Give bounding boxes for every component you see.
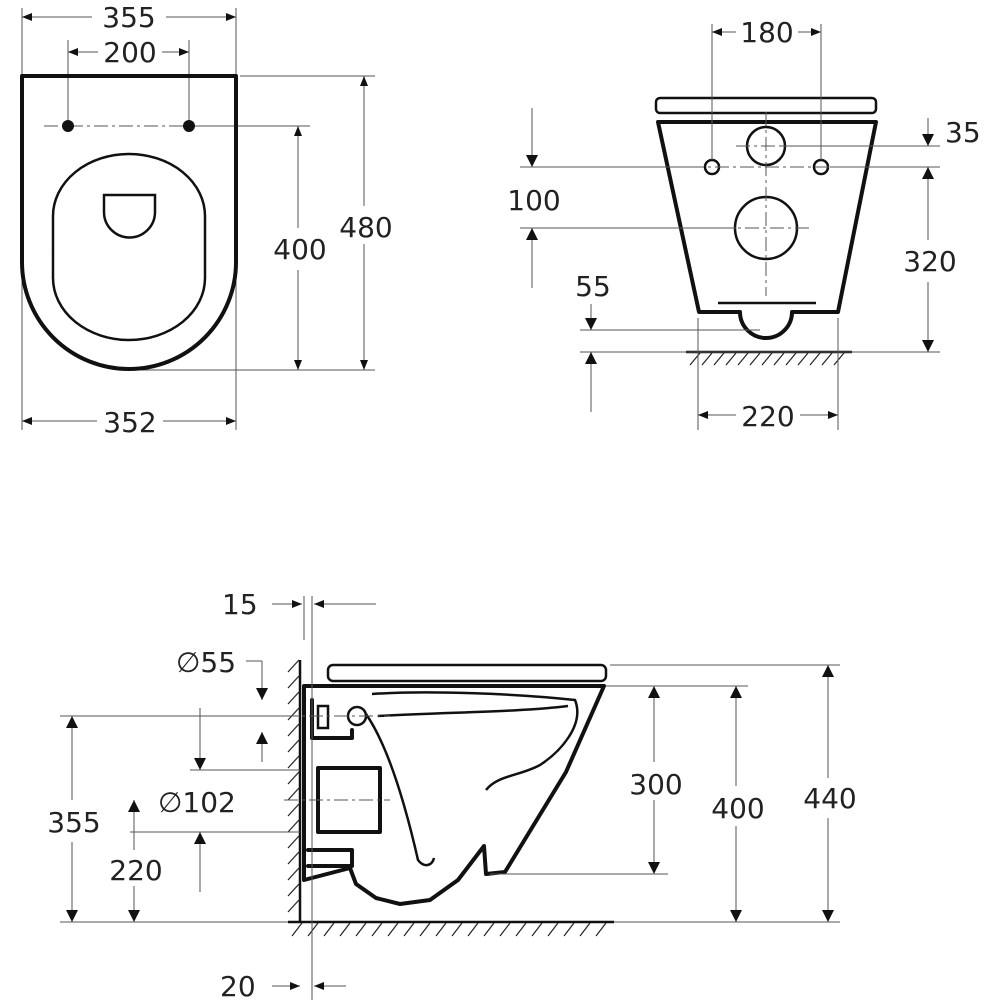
dim-diameter-55: ∅55 xyxy=(176,646,236,679)
flush-button xyxy=(102,193,157,239)
top-view-outline xyxy=(20,74,238,371)
dim-355-top: 355 xyxy=(102,1,155,34)
dim-352: 352 xyxy=(103,406,156,439)
side-view-outline xyxy=(302,684,606,906)
dim-355-side: 355 xyxy=(47,806,100,839)
dim-35: 35 xyxy=(945,116,981,149)
top-view: 355 200 352 400 480 xyxy=(20,1,393,439)
bolt-right xyxy=(183,120,195,132)
floor-hatch-side xyxy=(291,922,607,937)
dim-300: 300 xyxy=(629,768,682,801)
dim-20: 20 xyxy=(220,970,256,1000)
dim-220-rear: 220 xyxy=(741,400,794,433)
dim-180: 180 xyxy=(740,16,793,49)
dim-200: 200 xyxy=(103,36,156,69)
side-view: 15 20 ∅55 ∅102 355 220 300 400 440 xyxy=(47,588,857,1000)
dim-440: 440 xyxy=(803,782,856,815)
dim-100: 100 xyxy=(507,184,560,217)
dim-400-top: 400 xyxy=(273,233,326,266)
dim-400-side: 400 xyxy=(711,792,764,825)
rear-view-outline xyxy=(656,120,878,340)
bolt-left xyxy=(62,120,74,132)
dim-220-side: 220 xyxy=(109,854,162,887)
wall-hatch xyxy=(287,659,300,913)
dim-diameter-102: ∅102 xyxy=(158,786,236,819)
dim-15: 15 xyxy=(222,588,258,621)
dim-320: 320 xyxy=(903,245,956,278)
seat-lid xyxy=(654,96,878,115)
side-seat xyxy=(326,663,608,683)
rear-view: 180 35 320 100 55 220 xyxy=(507,16,980,433)
dim-55: 55 xyxy=(575,270,611,303)
dim-480: 480 xyxy=(339,211,392,244)
seat-opening xyxy=(51,152,207,342)
floor-hatch-rear xyxy=(689,352,845,366)
